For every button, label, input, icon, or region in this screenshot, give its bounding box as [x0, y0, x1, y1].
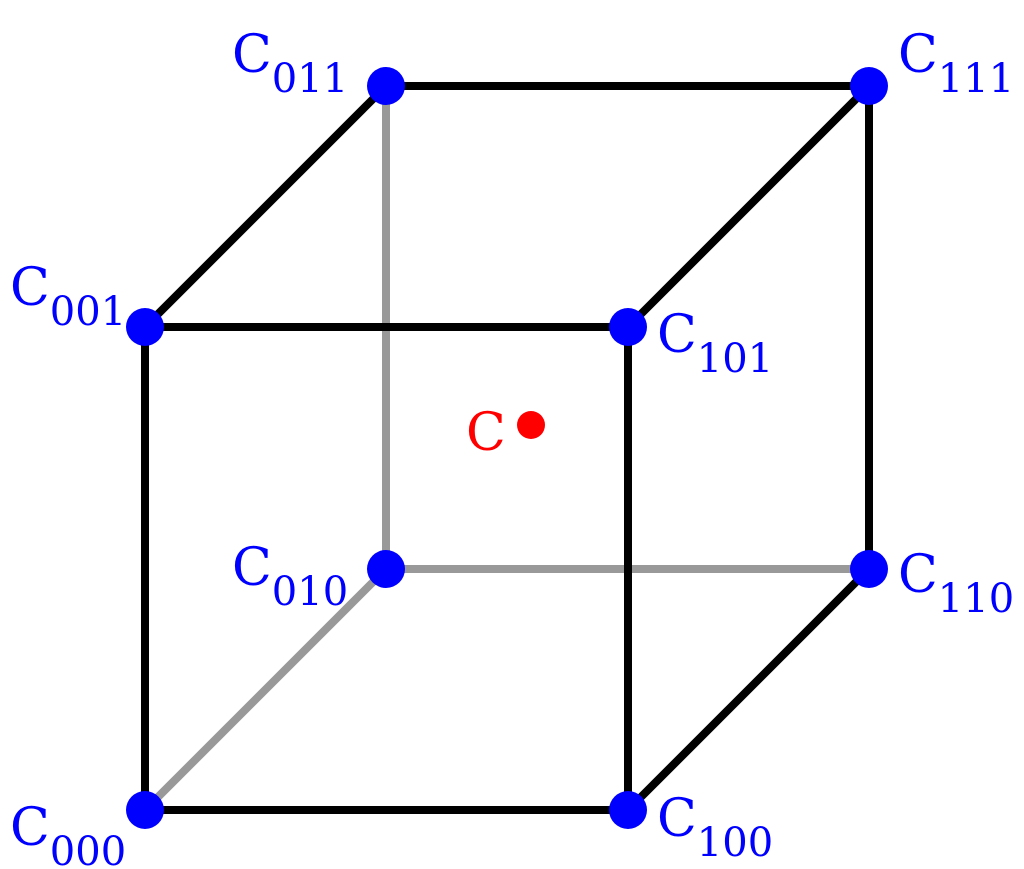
center-point-dot — [517, 411, 545, 439]
edge-c101-c111 — [624, 82, 873, 331]
vertex-label-c011: C011 — [232, 25, 348, 102]
vertex-label-c000: C000 — [10, 798, 126, 869]
vertex-label-c110: C110 — [898, 545, 1014, 622]
vertex-dot-c001 — [126, 308, 164, 346]
vertex-dot-c011 — [367, 67, 405, 105]
edge-c100-c110 — [624, 565, 873, 814]
vertex-dot-c100 — [609, 791, 647, 829]
vertex-dot-c110 — [850, 550, 888, 588]
vertex-label-c100: C100 — [657, 789, 773, 866]
vertex-dot-c101 — [609, 308, 647, 346]
center-point-label: C — [466, 403, 506, 463]
edge-c001-c011 — [141, 82, 390, 331]
edge-c000-c010 — [141, 565, 390, 814]
vertex-label-c101: C101 — [657, 305, 773, 382]
vertex-dot-c000 — [126, 791, 164, 829]
vertex-label-c010: C010 — [232, 538, 348, 615]
vertex-label-c111: C111 — [898, 25, 1014, 102]
vertex-dot-c010 — [367, 550, 405, 588]
vertex-label-c001: C001 — [10, 258, 126, 335]
vertex-dot-c111 — [850, 67, 888, 105]
